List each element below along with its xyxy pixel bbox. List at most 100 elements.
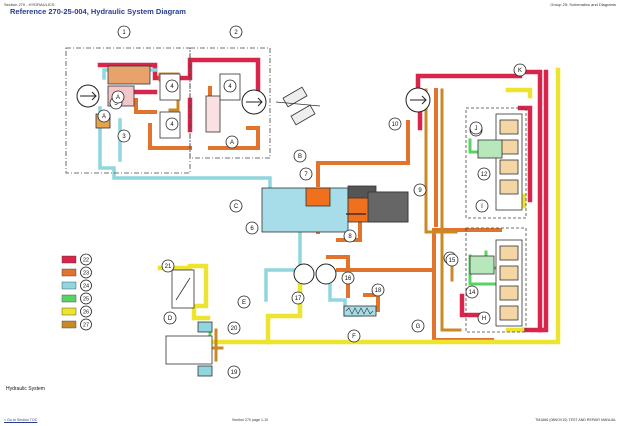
callout-label: 4 <box>170 84 174 90</box>
callout-n16: 16 <box>341 271 355 285</box>
pressure-line <box>459 293 489 318</box>
callout-n4c: 4 <box>223 79 237 93</box>
cooler-18-coil <box>345 307 374 315</box>
callout-n7: 7 <box>299 167 313 181</box>
callout-n1: 1 <box>117 25 131 39</box>
legend-label: 25 <box>83 297 89 303</box>
callout-label: 8 <box>348 234 352 240</box>
header-section: Section 270 - HYDRAULICS <box>4 2 55 7</box>
valve-14 <box>469 255 495 275</box>
callout-n14: 14 <box>465 285 479 299</box>
valve-spool <box>499 265 519 281</box>
callout-G: G <box>411 319 425 333</box>
callout-n19: 19 <box>227 365 241 379</box>
boundary-pump-drive <box>465 107 527 219</box>
callout-B: B <box>293 149 307 163</box>
callout-n4a: 4 <box>165 79 179 93</box>
callout-A3: A <box>225 135 239 149</box>
callout-I: I <box>475 199 489 213</box>
valve-spool <box>499 305 519 321</box>
callout-n12: 12 <box>477 167 491 181</box>
callout-label: 3 <box>122 134 126 140</box>
motor-right-arrow <box>246 97 263 107</box>
legend-item: 25 <box>61 292 92 305</box>
callout-label: 20 <box>231 326 238 332</box>
solenoid-20 <box>197 321 213 333</box>
callout-A2: A <box>97 109 111 123</box>
header-group: Group 25: Schematics and Diagrams <box>550 2 616 7</box>
return-line <box>264 268 296 302</box>
callout-label: 21 <box>165 264 172 270</box>
cylinder-9-end <box>367 191 409 223</box>
lube-line <box>505 87 533 99</box>
lube-line <box>265 279 303 345</box>
callout-label: 12 <box>481 172 488 178</box>
legend-label: 24 <box>83 284 89 290</box>
callout-n3: 3 <box>117 129 131 143</box>
callout-label: 6 <box>250 226 254 232</box>
callout-n10: 10 <box>388 117 402 131</box>
pump-16 <box>315 263 337 285</box>
legend-label: 23 <box>83 271 89 277</box>
callout-label: 2 <box>234 30 238 36</box>
pump-17 <box>293 263 315 285</box>
callout-label: 17 <box>295 296 302 302</box>
valve-block-1a <box>107 65 151 85</box>
callout-n21: 21 <box>161 259 175 273</box>
cooler-18 <box>343 305 377 317</box>
section-toc-link[interactable]: < Go to Section TOC <box>4 418 38 422</box>
callout-n4b: 4 <box>165 117 179 131</box>
callout-n2: 2 <box>229 25 243 39</box>
callout-K: K <box>513 63 527 77</box>
valve-spool <box>499 179 519 195</box>
figure-caption: Hydraulic System <box>6 386 45 392</box>
drain-line <box>440 88 462 332</box>
lube-line <box>211 67 561 345</box>
legend-item: 23 <box>61 266 92 279</box>
valve-spool <box>499 159 519 175</box>
callout-H: H <box>477 311 491 325</box>
supply-line <box>316 120 410 187</box>
boundary-2 <box>189 47 271 159</box>
valve-stack-upper <box>495 113 523 211</box>
callout-label: F <box>352 334 356 340</box>
callout-n20: 20 <box>227 321 241 335</box>
legend-swatch <box>61 307 77 316</box>
callout-label: C <box>234 204 239 210</box>
component-boundaries <box>65 47 271 174</box>
callout-label: 9 <box>418 188 422 194</box>
page-title: Reference 270-25-004, Hydraulic System D… <box>10 7 186 16</box>
valve-spool <box>499 285 519 301</box>
legend-swatch <box>61 294 77 303</box>
drain-line <box>424 88 458 234</box>
legend-label: 27 <box>83 323 89 329</box>
boundary-1 <box>65 47 191 174</box>
valve-stack-lower <box>495 239 523 327</box>
callout-label: H <box>482 316 486 322</box>
callout-D: D <box>163 311 177 325</box>
callout-n6: 6 <box>245 221 259 235</box>
callout-label: 18 <box>375 288 382 294</box>
pump-boundaries <box>465 107 527 333</box>
legend-item: 26 <box>61 305 92 318</box>
footer-manual: TM1666 (08NOV10) TEST AND REPAIR MANUAL <box>535 418 616 422</box>
legend-item: 24 <box>61 279 92 292</box>
callout-label: 4 <box>228 84 232 90</box>
pressure-line <box>521 69 549 333</box>
legend-label: 22 <box>83 258 89 264</box>
callout-n8: 8 <box>343 229 357 243</box>
valve-block-19-20 <box>165 335 213 365</box>
callout-label: B <box>298 154 302 160</box>
callout-label: A <box>102 114 106 120</box>
callout-label: E <box>242 300 246 306</box>
callout-n17: 17 <box>291 291 305 305</box>
valve-spool <box>499 139 519 155</box>
callout-C: C <box>229 199 243 213</box>
callout-label: A <box>116 95 120 101</box>
legend-item: 27 <box>61 318 92 331</box>
callout-label: 10 <box>392 122 399 128</box>
boundary-valve-lower <box>465 227 527 333</box>
callout-label: 5 <box>114 101 118 107</box>
valve-spool <box>499 245 519 261</box>
pump-left-arrow <box>80 91 97 101</box>
